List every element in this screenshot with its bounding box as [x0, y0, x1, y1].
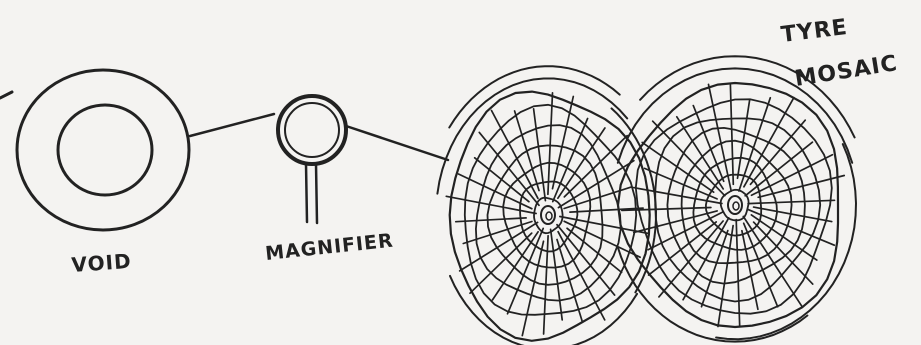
tyre-spoke [558, 232, 605, 320]
tyre-spoke [459, 174, 532, 209]
tyre-spoke [558, 161, 634, 208]
tyre-ring [476, 125, 621, 301]
tyre-ring [488, 145, 603, 284]
tyre-spoke [534, 109, 546, 201]
connector-magnifier-tyre [346, 126, 448, 160]
tyre-ring [667, 128, 805, 284]
tyre-right-pattern [618, 56, 856, 341]
tyre-mosaic-label-line2: MOSAIC [793, 51, 899, 92]
tyre-left-pattern [437, 66, 656, 345]
tyre-spoke [522, 241, 543, 335]
tyre-spoke [548, 93, 553, 194]
tyre-spoke [649, 222, 717, 275]
tyre-spoke [553, 97, 574, 189]
tyre-spoke [456, 218, 526, 222]
left-edge-stroke [0, 92, 12, 98]
tyre-spoke [648, 212, 723, 250]
tyre-spoke [564, 136, 627, 197]
tyre-spoke [470, 233, 532, 293]
void-symbol [17, 70, 189, 230]
connector-void-magnifier [190, 114, 274, 136]
tyre-mosaic-label-line1: TYRE [780, 15, 849, 48]
tyre-spoke [553, 119, 588, 202]
tyre-ring [721, 190, 749, 221]
tyre-spoke [460, 222, 538, 271]
void-label: VOID [71, 249, 133, 277]
magnifier-label: MAGNIFIER [264, 230, 394, 265]
tyre-spoke [551, 229, 563, 320]
tyre-spoke [742, 231, 758, 310]
magnifier-icon [278, 96, 346, 223]
